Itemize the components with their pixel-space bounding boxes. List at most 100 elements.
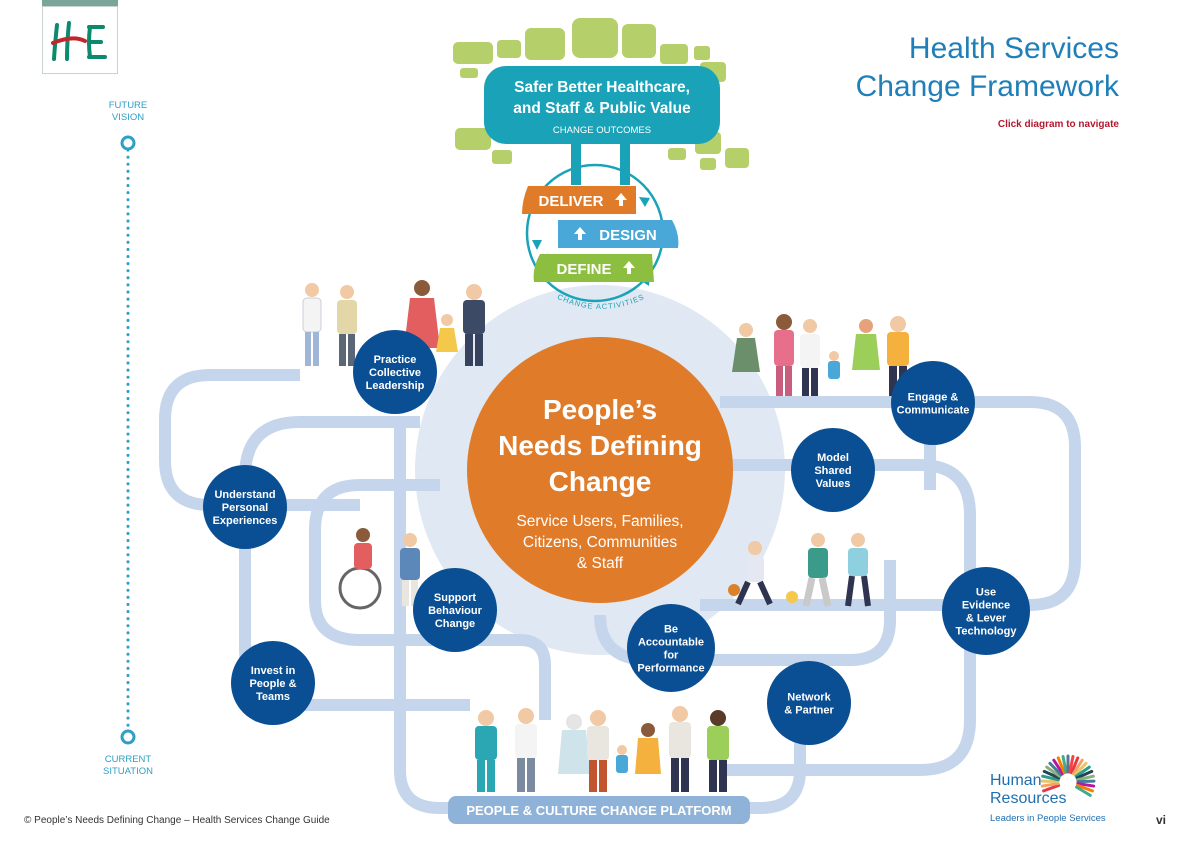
burst-ray <box>1075 785 1092 797</box>
node-circle <box>203 465 287 549</box>
node-circle <box>942 567 1030 655</box>
node-label-line: Understand <box>214 489 275 501</box>
node-circle <box>353 330 437 414</box>
burst-ray <box>1076 779 1096 784</box>
cycle-arrow-icon <box>639 197 650 207</box>
node-label-line: Behaviour <box>428 605 483 617</box>
define-label: DEFINE <box>556 261 611 278</box>
node-label-line: Network <box>787 692 831 704</box>
center-title-line-1: People’s <box>543 394 657 425</box>
future-label-line-1: FUTURE <box>108 100 148 111</box>
node-label-line: Support <box>434 592 476 604</box>
people-culture-platform[interactable]: PEOPLE & CULTURE CHANGE PLATFORM <box>448 796 750 824</box>
burst-ray <box>1076 782 1096 788</box>
hse-logo[interactable] <box>42 6 118 74</box>
logo-accent-bar <box>42 0 118 6</box>
burst-ray <box>1052 758 1065 776</box>
node-engage[interactable]: Engage &Communicate <box>891 361 975 445</box>
cycle-arrow-icon <box>532 240 542 250</box>
platform-label: PEOPLE & CULTURE CHANGE PLATFORM <box>466 803 731 818</box>
deliver-label: DELIVER <box>538 193 603 210</box>
node-label-line: Performance <box>637 663 704 675</box>
outcomes-caption: CHANGE OUTCOMES <box>553 125 651 136</box>
node-circle <box>413 568 497 652</box>
burst-ray <box>1056 756 1066 775</box>
node-label-line: Leadership <box>366 380 425 392</box>
timeline <box>120 135 136 745</box>
node-label-line: Change <box>435 618 475 630</box>
burst-ray <box>1075 783 1094 793</box>
node-label-line: Evidence <box>962 600 1010 612</box>
burst-ray <box>1073 761 1088 777</box>
hr-logo-line-1: Human <box>990 772 1042 789</box>
hr-logo: Human Resources <box>990 772 1066 808</box>
burst-ray <box>1074 765 1091 778</box>
footer-text: © People’s Needs Defining Change – Healt… <box>24 815 330 826</box>
hr-logo-line-2: Resources <box>990 790 1067 807</box>
node-label-line: Invest in <box>251 665 296 677</box>
up-arrow-icon <box>574 227 586 240</box>
node-label-line: Use <box>976 587 996 599</box>
leaf-canopy <box>453 18 749 170</box>
people-needs-center[interactable]: People’s Needs Defining Change Service U… <box>467 337 733 603</box>
node-label-line: & Lever <box>966 613 1007 625</box>
node-label-line: Model <box>817 452 849 464</box>
node-circle <box>767 661 851 745</box>
page-title: Health Services Change Framework <box>856 30 1119 106</box>
node-network[interactable]: Network& Partner <box>767 661 851 745</box>
hr-tagline: Leaders in People Services <box>990 813 1106 824</box>
hse-logo-mark <box>51 21 107 61</box>
burst-ray <box>1048 761 1063 777</box>
center-sub-line-1: Service Users, Families, <box>516 513 683 530</box>
burst-ray <box>1070 756 1080 775</box>
current-label-line-1: CURRENT <box>104 754 152 765</box>
future-vision-label: FUTURE VISION <box>88 100 168 124</box>
node-circle <box>891 361 975 445</box>
current-label-line-2: SITUATION <box>103 766 153 777</box>
people-group-play <box>728 533 871 607</box>
define-tab[interactable]: DEFINE <box>533 254 654 282</box>
page-number: vi <box>1155 813 1166 827</box>
change-outcomes-box[interactable]: Safer Better Healthcare, and Staff & Pub… <box>484 66 720 144</box>
current-situation-label: CURRENT SITUATION <box>88 754 168 778</box>
outcomes-line-1: Safer Better Healthcare, <box>514 79 690 96</box>
burst-ray <box>1068 754 1075 774</box>
burst-ray <box>1045 765 1062 778</box>
outcomes-line-2: and Staff & Public Value <box>513 100 691 117</box>
burst-ray <box>1040 779 1060 784</box>
node-label-line: Engage & <box>908 392 959 404</box>
design-tab[interactable]: DESIGN <box>558 220 679 248</box>
node-label-line: Values <box>816 478 851 490</box>
deliver-tab[interactable]: DELIVER <box>522 186 636 214</box>
node-label-line: & Partner <box>784 705 834 717</box>
node-circle <box>627 604 715 692</box>
burst-ray <box>1042 783 1061 793</box>
node-label-line: Communicate <box>897 405 970 417</box>
node-label-line: Collective <box>369 367 421 379</box>
title-line-1: Health Services <box>908 32 1119 65</box>
people-group-bottom <box>475 706 729 792</box>
burst-ray <box>1041 774 1060 782</box>
up-arrow-icon <box>623 261 635 274</box>
node-label-line: Practice <box>374 354 417 366</box>
center-title-line-3: Change <box>549 466 652 497</box>
burst-ray <box>1075 769 1094 780</box>
node-circle <box>231 641 315 725</box>
center-sub-line-2: Citizens, Communities <box>523 534 677 551</box>
node-label-line: Technology <box>956 626 1018 638</box>
node-label-line: Teams <box>256 691 290 703</box>
node-label-line: Experiences <box>213 515 278 527</box>
title-line-2: Change Framework <box>855 70 1119 103</box>
burst-ray <box>1071 758 1084 776</box>
node-circle <box>791 428 875 512</box>
center-title-line-2: Needs Defining <box>498 430 702 461</box>
